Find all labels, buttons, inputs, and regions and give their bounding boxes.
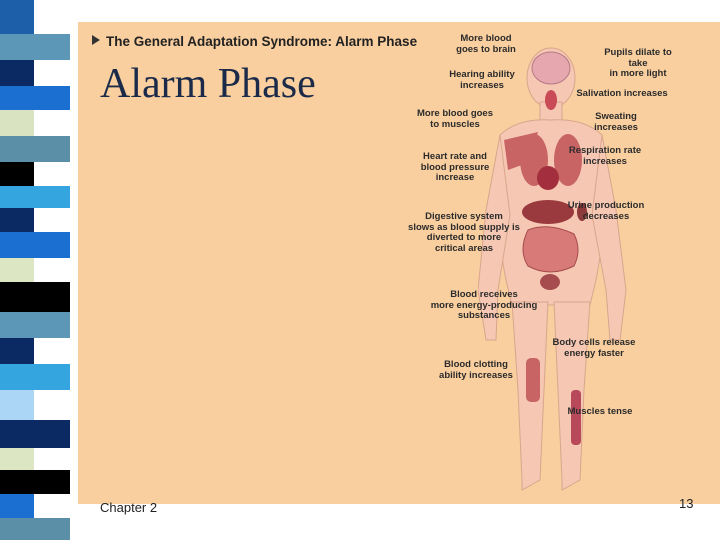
intestines-organ [522, 226, 579, 273]
right-lung [554, 134, 582, 186]
label-urine: Urine production decreases [567, 200, 645, 222]
liver-organ [522, 200, 574, 224]
label-blood-to-muscles: More blood goes to muscles [417, 108, 493, 130]
decorative-stripe [0, 0, 70, 540]
bladder-organ [540, 274, 560, 290]
label-blood-to-brain: More blood goes to brain [456, 33, 516, 55]
label-body-cells: Body cells release energy faster [552, 337, 636, 359]
slide-title: Alarm Phase [100, 61, 316, 107]
label-sweating: Sweating increases [594, 111, 638, 133]
human-body-illustration [478, 47, 627, 491]
slide-number: 13 [679, 496, 694, 511]
leg-muscle [571, 390, 581, 445]
brain-organ [531, 51, 571, 85]
label-respiration: Respiration rate increases [568, 145, 642, 167]
label-energy-substances: Blood receives more energy-producing sub… [430, 289, 538, 321]
figure-heading: The General Adaptation Syndrome: Alarm P… [92, 34, 417, 49]
knee-blood-vessel [526, 358, 540, 402]
footer-chapter: Chapter 2 [100, 500, 158, 515]
label-digestive: Digestive system slows as blood supply i… [408, 211, 520, 254]
label-muscles-tense: Muscles tense [567, 406, 633, 417]
kidney-organ [577, 203, 587, 221]
figure-heading-text: The General Adaptation Syndrome: Alarm P… [106, 34, 418, 49]
label-clotting: Blood clotting ability increases [439, 359, 513, 381]
label-salivation: Salivation increases [576, 88, 668, 99]
slide-panel: The General Adaptation Syndrome: Alarm P… [78, 22, 720, 515]
label-heart-rate: Heart rate and blood pressure increase [420, 151, 490, 183]
salivary-gland [545, 90, 557, 110]
label-hearing: Hearing ability increases [449, 69, 515, 91]
heart-organ [537, 166, 559, 190]
label-pupils: Pupils dilate to take in more light [604, 47, 672, 79]
arrow-right-icon [92, 35, 100, 45]
